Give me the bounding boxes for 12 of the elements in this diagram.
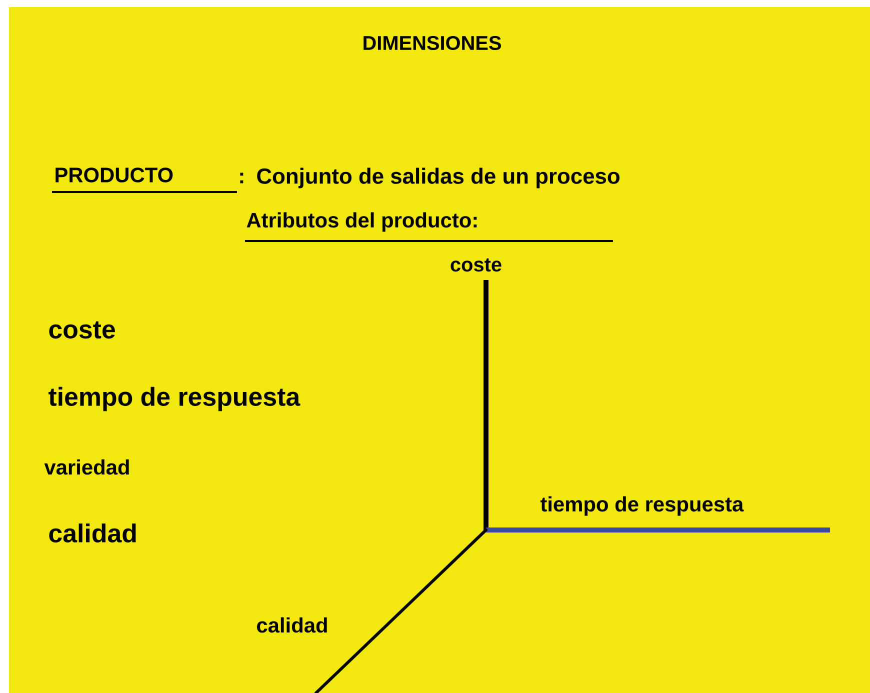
- list-item: variedad: [44, 459, 129, 475]
- title: DIMENSIONES: [364, 36, 501, 50]
- list-item: tiempo de respuesta: [48, 386, 300, 412]
- list-item: calidad: [49, 523, 136, 542]
- axis-label: coste: [450, 258, 502, 272]
- colon: :: [240, 172, 244, 184]
- axis-label: calidad: [257, 617, 327, 633]
- definition-text: Conjunto de salidas de un proceso: [257, 168, 620, 188]
- heading-label: Atributos del producto:: [246, 212, 477, 232]
- list-item: coste: [49, 321, 115, 339]
- term-label: PRODUCTO: [56, 168, 173, 182]
- axis-label: tiempo de respuesta: [540, 496, 744, 516]
